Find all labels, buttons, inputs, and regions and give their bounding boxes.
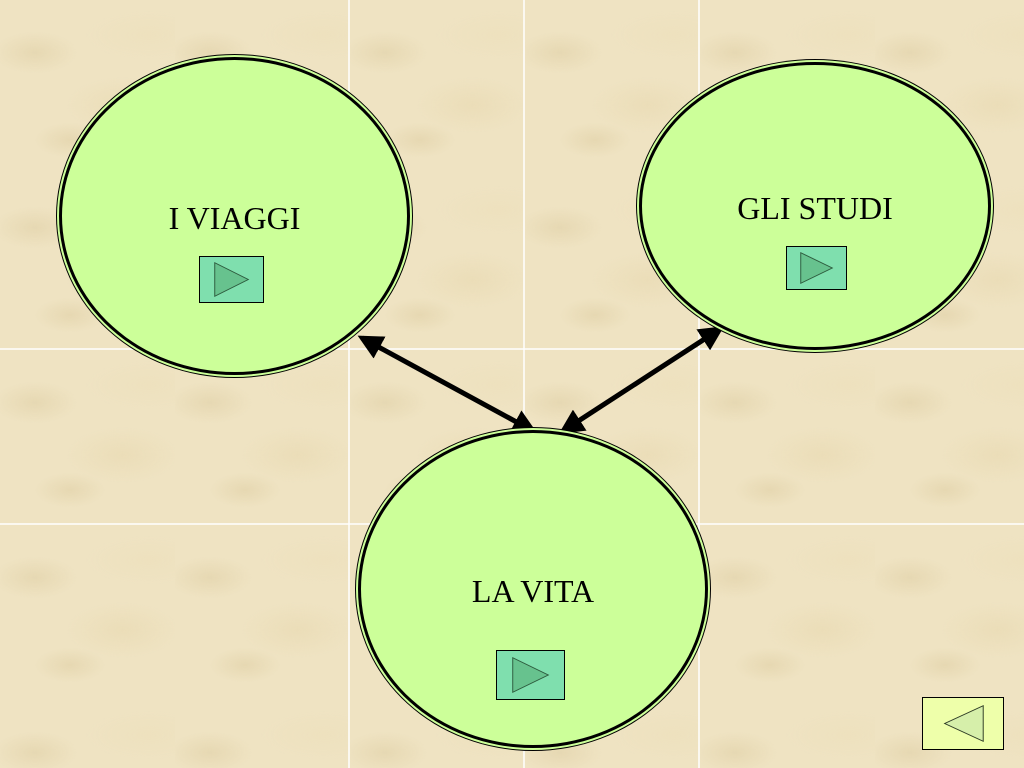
node-studi: GLI STUDI xyxy=(639,62,991,350)
node-label-viaggi: I VIAGGI xyxy=(168,200,301,236)
back-triangle-icon xyxy=(943,704,984,743)
play-triangle-icon xyxy=(800,251,834,285)
background-tile-seam xyxy=(348,0,350,768)
back-button[interactable] xyxy=(922,697,1004,750)
node-viaggi: I VIAGGI xyxy=(59,57,410,375)
arrow-vita-studi xyxy=(558,326,725,434)
arrow-vita-viaggi xyxy=(357,335,538,434)
node-vita: LA VITA xyxy=(358,430,708,748)
node-label-vita: LA VITA xyxy=(471,573,595,609)
play-button-studi[interactable] xyxy=(786,246,847,290)
play-button-vita[interactable] xyxy=(496,650,565,700)
play-button-viaggi[interactable] xyxy=(199,256,264,303)
play-triangle-icon xyxy=(214,261,250,298)
play-triangle-icon xyxy=(512,656,550,694)
node-label-studi: GLI STUDI xyxy=(737,190,893,226)
